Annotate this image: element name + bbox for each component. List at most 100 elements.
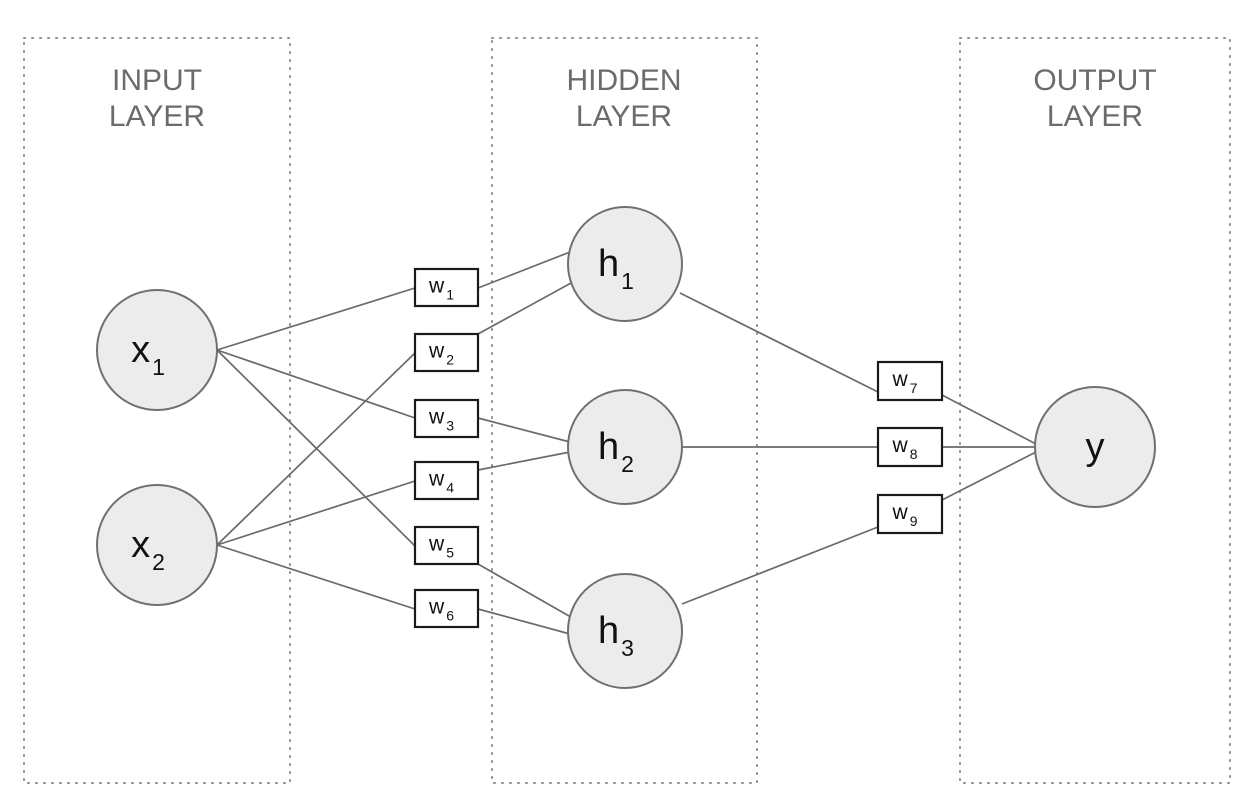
connection-w1-h1 <box>477 251 571 289</box>
connection-h1-w7 <box>679 292 879 393</box>
neuron-subscript-h2: 2 <box>621 451 634 477</box>
neuron-base-x1: x <box>131 329 150 371</box>
weight-base-w6: w <box>428 596 445 619</box>
neuron-base-h1: h <box>598 243 619 285</box>
neuron-h2[interactable]: h2 <box>567 389 683 505</box>
neuron-base-x2: x <box>131 524 150 566</box>
connection-x1-w1 <box>216 287 416 351</box>
weight-base-w3: w <box>428 406 445 429</box>
weight-subscript-w8: 8 <box>910 446 918 462</box>
neuron-label-h2: h2 <box>598 426 634 477</box>
weight-box-w4[interactable] <box>413 460 480 501</box>
connection-x2-w6 <box>216 544 416 610</box>
neuron-circle-h2[interactable] <box>567 389 683 505</box>
weight-base-w1: w <box>428 275 445 298</box>
neuron-h1[interactable]: h1 <box>567 206 683 322</box>
weight-base-w5: w <box>428 533 445 556</box>
connection-x2-w2 <box>216 352 416 546</box>
weight-box-w8[interactable] <box>876 426 944 468</box>
weight-box-w2[interactable] <box>413 332 480 373</box>
layer-title-line1-hidden-layer: HIDDEN <box>566 64 681 97</box>
connection-w5-h3 <box>477 563 577 621</box>
neuron-x2[interactable]: x2 <box>96 484 218 606</box>
neuron-label-x1: x1 <box>131 329 165 380</box>
weight-base-w2: w <box>428 340 445 363</box>
connections-group <box>216 251 1037 635</box>
connection-w3-h2 <box>477 417 571 443</box>
neuron-subscript-x2: 2 <box>152 549 165 575</box>
weight-base-w7: w <box>892 368 909 391</box>
neuron-subscript-x1: 1 <box>152 354 165 380</box>
neuron-circle-h1[interactable] <box>567 206 683 322</box>
layer-title-line2-input-layer: LAYER <box>109 100 205 133</box>
neuron-label-h1: h1 <box>598 243 634 294</box>
connection-w2-h1 <box>477 276 583 335</box>
neuron-base-y: y <box>1086 426 1105 468</box>
weight-subscript-w1: 1 <box>446 287 454 303</box>
connection-x1-w3 <box>216 349 416 419</box>
weight-box-w3[interactable] <box>413 398 480 439</box>
connection-w4-h2 <box>477 451 571 471</box>
weight-subscript-w4: 4 <box>446 480 454 496</box>
neuron-label-y: y <box>1086 426 1105 468</box>
weight-subscript-w5: 5 <box>446 545 454 561</box>
neuron-circle-x1[interactable] <box>96 289 218 411</box>
layer-title-line2-hidden-layer: LAYER <box>576 100 672 133</box>
weight-box-w7[interactable] <box>876 360 944 402</box>
weight-subscript-w3: 3 <box>446 418 454 434</box>
neuron-h3[interactable]: h3 <box>567 573 683 689</box>
neuron-label-h3: h3 <box>598 610 634 661</box>
weight-base-w4: w <box>428 468 445 491</box>
neuron-circle-y[interactable] <box>1034 386 1156 508</box>
connection-w6-h3 <box>477 608 571 635</box>
layer-boundary-input-layer <box>23 37 291 784</box>
layer-boundary-output-layer <box>959 37 1231 784</box>
layer-title-line1-input-layer: INPUT <box>112 64 202 97</box>
neuron-subscript-h1: 1 <box>621 268 634 294</box>
weight-box-w5[interactable] <box>413 525 480 566</box>
weight-subscript-w7: 7 <box>910 380 918 396</box>
connection-w7-y <box>941 394 1037 445</box>
weight-box-w6[interactable] <box>413 588 480 629</box>
weight-base-w9: w <box>892 501 909 524</box>
neuron-base-h3: h <box>598 610 619 652</box>
weight-box-w1[interactable] <box>413 267 480 308</box>
layer-boundary-hidden-layer <box>491 37 758 784</box>
connection-h3-w9 <box>681 526 879 605</box>
neuron-circle-x2[interactable] <box>96 484 218 606</box>
neuron-y[interactable]: y <box>1034 386 1156 508</box>
layer-title-line2-output-layer: LAYER <box>1047 100 1143 133</box>
connection-w9-y <box>941 451 1037 501</box>
layer-boundaries-group <box>23 37 1231 784</box>
neuron-x1[interactable]: x1 <box>96 289 218 411</box>
neuron-subscript-h3: 3 <box>621 635 634 661</box>
weight-subscript-w2: 2 <box>446 352 454 368</box>
neuron-circle-h3[interactable] <box>567 573 683 689</box>
weight-box-w9[interactable] <box>876 493 944 535</box>
weight-base-w8: w <box>892 434 909 457</box>
neuron-label-x2: x2 <box>131 524 165 575</box>
neuron-base-h2: h <box>598 426 619 468</box>
